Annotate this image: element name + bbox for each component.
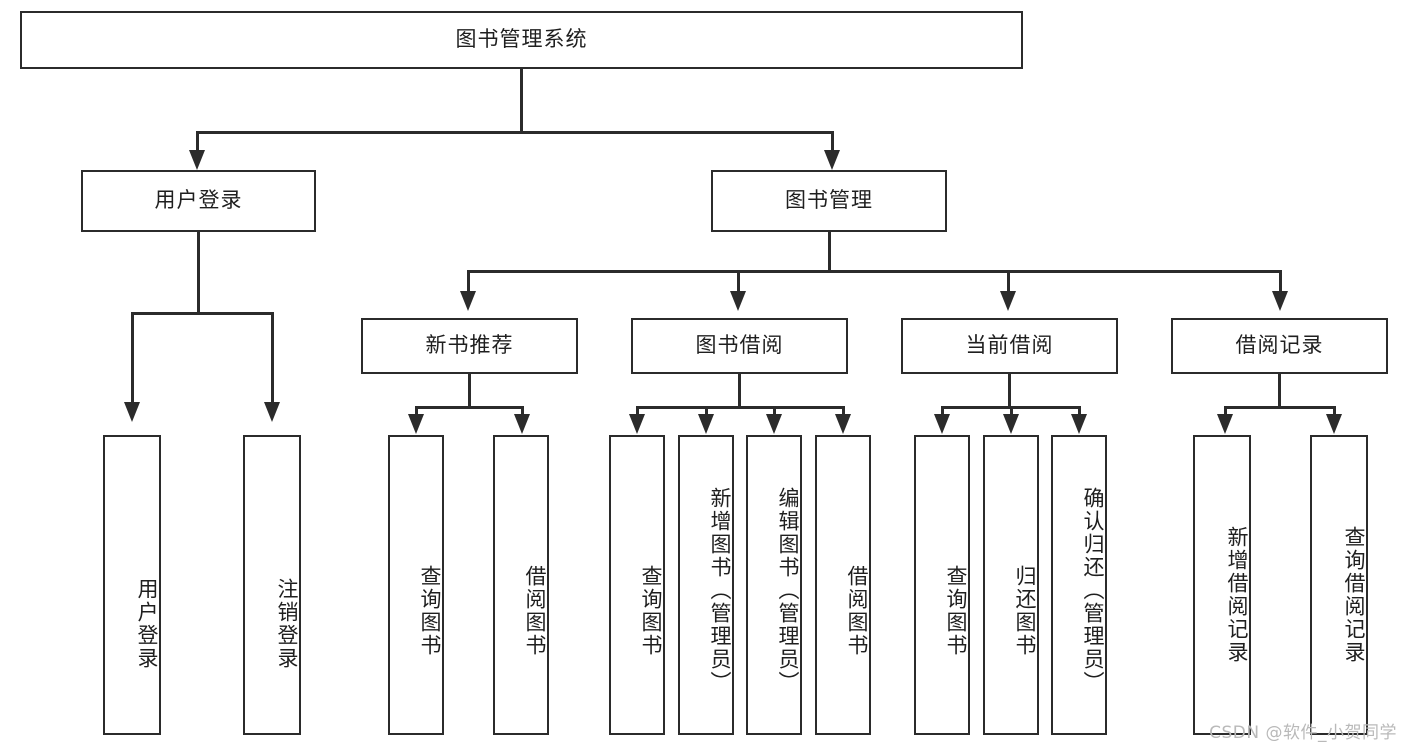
node-label: 图书管理 bbox=[785, 188, 873, 213]
connector-borrow-record-stem bbox=[1278, 374, 1281, 408]
arrowhead-bm-to-new-book bbox=[460, 291, 476, 311]
leaf-query-book-borrow[interactable]: 查询图书 bbox=[609, 435, 665, 735]
node-book-management[interactable]: 图书管理 bbox=[711, 170, 947, 232]
arrowhead-book-borrow-leaf-3 bbox=[766, 414, 782, 434]
connector-book-borrow-stem bbox=[738, 374, 741, 408]
connector-borrow-record-leaf-1 bbox=[1224, 406, 1227, 418]
connector-user-login-to-leaf-2 bbox=[271, 312, 274, 405]
connector-new-book-leaf-1 bbox=[415, 406, 418, 418]
node-user-login[interactable]: 用户登录 bbox=[81, 170, 316, 232]
leaf-borrow-book-recommend[interactable]: 借阅图书 bbox=[493, 435, 549, 735]
leaf-return-book[interactable]: 归还图书 bbox=[983, 435, 1039, 735]
arrowhead-new-book-leaf-2 bbox=[514, 414, 530, 434]
node-label: 新书推荐 bbox=[425, 333, 514, 358]
connector-book-borrow-leaf-1 bbox=[636, 406, 639, 418]
connector-user-login-to-leaf-1 bbox=[131, 312, 134, 405]
connector-bm-to-new-book bbox=[467, 270, 470, 294]
node-label: 查询图书 bbox=[639, 565, 663, 657]
arrowhead-current-borrow-leaf-2 bbox=[1003, 414, 1019, 434]
node-label: 查询借阅记录 bbox=[1342, 526, 1366, 664]
node-label: 新增借阅记录 bbox=[1225, 526, 1249, 664]
connector-root-to-book-management bbox=[831, 131, 834, 153]
csdn-watermark: CSDN @软件_小贺同学 bbox=[1209, 723, 1397, 743]
connector-bm-to-borrow-record bbox=[1279, 270, 1282, 294]
node-borrow-record[interactable]: 借阅记录 bbox=[1171, 318, 1388, 374]
node-current-borrow[interactable]: 当前借阅 bbox=[901, 318, 1118, 374]
node-label: 确认归还（管理员） bbox=[1081, 486, 1105, 694]
connector-current-borrow-leaf-1 bbox=[941, 406, 944, 418]
leaf-add-book-admin[interactable]: 新增图书（管理员） bbox=[678, 435, 734, 735]
arrowhead-root-to-book-management bbox=[824, 150, 840, 170]
node-label: 编辑图书（管理员） bbox=[776, 486, 800, 694]
node-label: 查询图书 bbox=[418, 565, 442, 657]
connector-new-book-bus bbox=[415, 406, 523, 409]
node-label: 图书借阅 bbox=[695, 333, 784, 358]
connector-book-borrow-leaf-4 bbox=[842, 406, 845, 418]
node-label: 注销登录 bbox=[275, 578, 299, 670]
leaf-logout[interactable]: 注销登录 bbox=[243, 435, 301, 735]
arrowhead-bm-to-borrow-record bbox=[1272, 291, 1288, 311]
leaf-confirm-return-admin[interactable]: 确认归还（管理员） bbox=[1051, 435, 1107, 735]
node-label: 图书管理系统 bbox=[455, 27, 588, 52]
arrowhead-user-login-leaf-1 bbox=[124, 402, 140, 422]
leaf-query-book-recommend[interactable]: 查询图书 bbox=[388, 435, 444, 735]
arrowhead-new-book-leaf-1 bbox=[408, 414, 424, 434]
connector-current-borrow-leaf-3 bbox=[1078, 406, 1081, 418]
connector-new-book-stem bbox=[468, 374, 471, 408]
connector-user-login-bus bbox=[131, 312, 273, 315]
connector-bm-to-current-borrow bbox=[1007, 270, 1010, 294]
node-label: 归还图书 bbox=[1013, 565, 1037, 657]
arrowhead-bm-to-current-borrow bbox=[1000, 291, 1016, 311]
connector-book-management-stem bbox=[828, 232, 831, 272]
arrowhead-user-login-leaf-2 bbox=[264, 402, 280, 422]
connector-current-borrow-leaf-2 bbox=[1010, 406, 1013, 418]
node-label: 当前借阅 bbox=[965, 333, 1054, 358]
leaf-add-borrow-record[interactable]: 新增借阅记录 bbox=[1193, 435, 1251, 735]
arrowhead-book-borrow-leaf-2 bbox=[698, 414, 714, 434]
arrowhead-book-borrow-leaf-4 bbox=[835, 414, 851, 434]
node-label: 查询图书 bbox=[944, 565, 968, 657]
arrowhead-root-to-user-login bbox=[189, 150, 205, 170]
connector-borrow-record-leaf-2 bbox=[1333, 406, 1336, 418]
node-book-borrow[interactable]: 图书借阅 bbox=[631, 318, 848, 374]
connector-root-stem bbox=[520, 69, 523, 132]
leaf-borrow-book[interactable]: 借阅图书 bbox=[815, 435, 871, 735]
node-label: 借阅图书 bbox=[523, 565, 547, 657]
connector-book-management-bus bbox=[467, 270, 1281, 273]
connector-root-bus bbox=[196, 131, 834, 134]
arrowhead-current-borrow-leaf-1 bbox=[934, 414, 950, 434]
node-label: 新增图书（管理员） bbox=[708, 486, 732, 694]
arrowhead-borrow-record-leaf-2 bbox=[1326, 414, 1342, 434]
node-label: 借阅图书 bbox=[845, 565, 869, 657]
connector-book-borrow-leaf-2 bbox=[705, 406, 708, 418]
node-label: 用户登录 bbox=[154, 188, 243, 213]
arrowhead-book-borrow-leaf-1 bbox=[629, 414, 645, 434]
connector-user-login-stem bbox=[197, 232, 200, 314]
connector-bm-to-book-borrow bbox=[737, 270, 740, 294]
arrowhead-current-borrow-leaf-3 bbox=[1071, 414, 1087, 434]
node-label: 借阅记录 bbox=[1235, 333, 1324, 358]
node-label: 用户登录 bbox=[135, 578, 159, 670]
arrowhead-borrow-record-leaf-1 bbox=[1217, 414, 1233, 434]
node-root-library-system[interactable]: 图书管理系统 bbox=[20, 11, 1023, 69]
leaf-user-login[interactable]: 用户登录 bbox=[103, 435, 161, 735]
connector-borrow-record-bus bbox=[1224, 406, 1335, 409]
leaf-query-book-current[interactable]: 查询图书 bbox=[914, 435, 970, 735]
connector-root-to-user-login bbox=[196, 131, 199, 153]
node-new-book-recommend[interactable]: 新书推荐 bbox=[361, 318, 578, 374]
leaf-edit-book-admin[interactable]: 编辑图书（管理员） bbox=[746, 435, 802, 735]
connector-book-borrow-leaf-3 bbox=[773, 406, 776, 418]
leaf-query-borrow-record[interactable]: 查询借阅记录 bbox=[1310, 435, 1368, 735]
arrowhead-bm-to-book-borrow bbox=[730, 291, 746, 311]
connector-book-borrow-bus bbox=[636, 406, 844, 409]
connector-current-borrow-stem bbox=[1008, 374, 1011, 408]
connector-new-book-leaf-2 bbox=[521, 406, 524, 418]
